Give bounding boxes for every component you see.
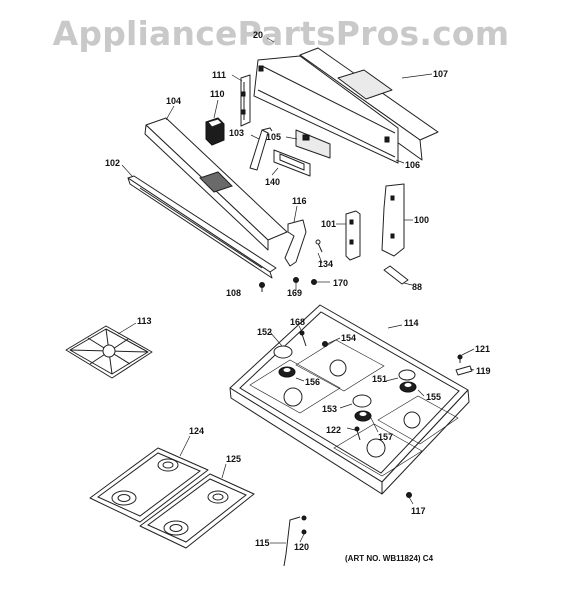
callout-155: 155 [426, 392, 442, 402]
part-120-clip[interactable] [301, 515, 307, 535]
callout-114: 114 [404, 318, 419, 328]
part-125-drip-pan[interactable] [139, 473, 255, 549]
callout-102: 102 [105, 158, 121, 168]
part-154-igniter[interactable] [322, 341, 328, 347]
callout-105: 105 [266, 132, 282, 142]
part-102-front-trim[interactable] [127, 175, 277, 279]
part-121-screw[interactable] [457, 354, 463, 363]
part-168-electrode[interactable] [299, 330, 307, 347]
part-140-faceplate[interactable] [273, 149, 311, 177]
part-156-burner-head[interactable] [278, 366, 296, 378]
callout-153: 153 [322, 404, 338, 414]
callout-110: 110 [210, 89, 225, 99]
callout-154: 154 [341, 333, 357, 343]
part-153-burner-cap[interactable] [352, 394, 372, 408]
callout-170: 170 [333, 278, 349, 288]
callout-107: 107 [433, 69, 449, 79]
callout-119: 119 [476, 366, 491, 376]
part-170-screw[interactable] [311, 279, 317, 285]
callout-125: 125 [226, 454, 242, 464]
part-104-control-panel[interactable] [144, 117, 288, 251]
leader-lines [117, 37, 475, 544]
callout-103: 103 [229, 128, 245, 138]
callout-120: 120 [294, 542, 310, 552]
callout-124: 124 [189, 426, 205, 436]
part-103-bracket[interactable] [249, 127, 273, 171]
part-152-burner-cap[interactable] [273, 345, 293, 359]
part-119-hinge-pin[interactable] [455, 365, 473, 376]
callout-121: 121 [475, 344, 491, 354]
part-117-screw[interactable] [406, 492, 412, 498]
part-106-backsplash-panel[interactable] [253, 55, 399, 164]
callout-20: 20 [253, 30, 264, 40]
callout-152: 152 [257, 327, 273, 337]
callout-101: 101 [321, 219, 337, 229]
part-88-spacer[interactable] [383, 265, 409, 285]
part-115-rod[interactable] [283, 516, 301, 567]
part-155-burner-head[interactable] [399, 381, 417, 393]
part-101-valve-bracket[interactable] [345, 210, 361, 261]
callout-100: 100 [414, 215, 430, 225]
part-105-timer[interactable] [295, 129, 331, 159]
callout-156: 156 [305, 377, 321, 387]
watermark: AppliancePartsPros.com [52, 14, 510, 53]
part-116-side-bracket[interactable] [284, 219, 307, 267]
callout-157: 157 [378, 432, 394, 442]
part-122-electrode[interactable] [354, 426, 361, 441]
callout-168: 168 [290, 317, 306, 327]
callout-117: 117 [411, 506, 426, 516]
part-157-burner-head[interactable] [354, 410, 372, 422]
part-113-grate[interactable] [65, 325, 153, 379]
callout-116: 116 [292, 196, 307, 206]
callout-115: 115 [255, 538, 270, 548]
callout-134: 134 [318, 259, 334, 269]
callout-122: 122 [326, 425, 342, 435]
callout-111: 111 [212, 70, 227, 80]
art-number: (ART NO. WB11824) C4 [345, 554, 434, 563]
part-151-burner-cap[interactable] [398, 369, 416, 381]
part-110-spark-module[interactable] [205, 117, 225, 146]
callout-151: 151 [372, 374, 388, 384]
callout-104: 104 [166, 96, 182, 106]
part-124-drip-pan[interactable] [89, 447, 209, 523]
callout-108: 108 [226, 288, 242, 298]
part-134-spring[interactable] [315, 239, 323, 253]
callout-169: 169 [287, 288, 303, 298]
callout-88: 88 [412, 282, 423, 292]
part-100-side-panel[interactable] [381, 183, 405, 257]
callout-106: 106 [405, 160, 421, 170]
part-111-end-bracket[interactable] [240, 74, 251, 127]
callout-140: 140 [265, 177, 281, 187]
part-169-screw[interactable] [293, 277, 299, 283]
callout-113: 113 [137, 316, 152, 326]
